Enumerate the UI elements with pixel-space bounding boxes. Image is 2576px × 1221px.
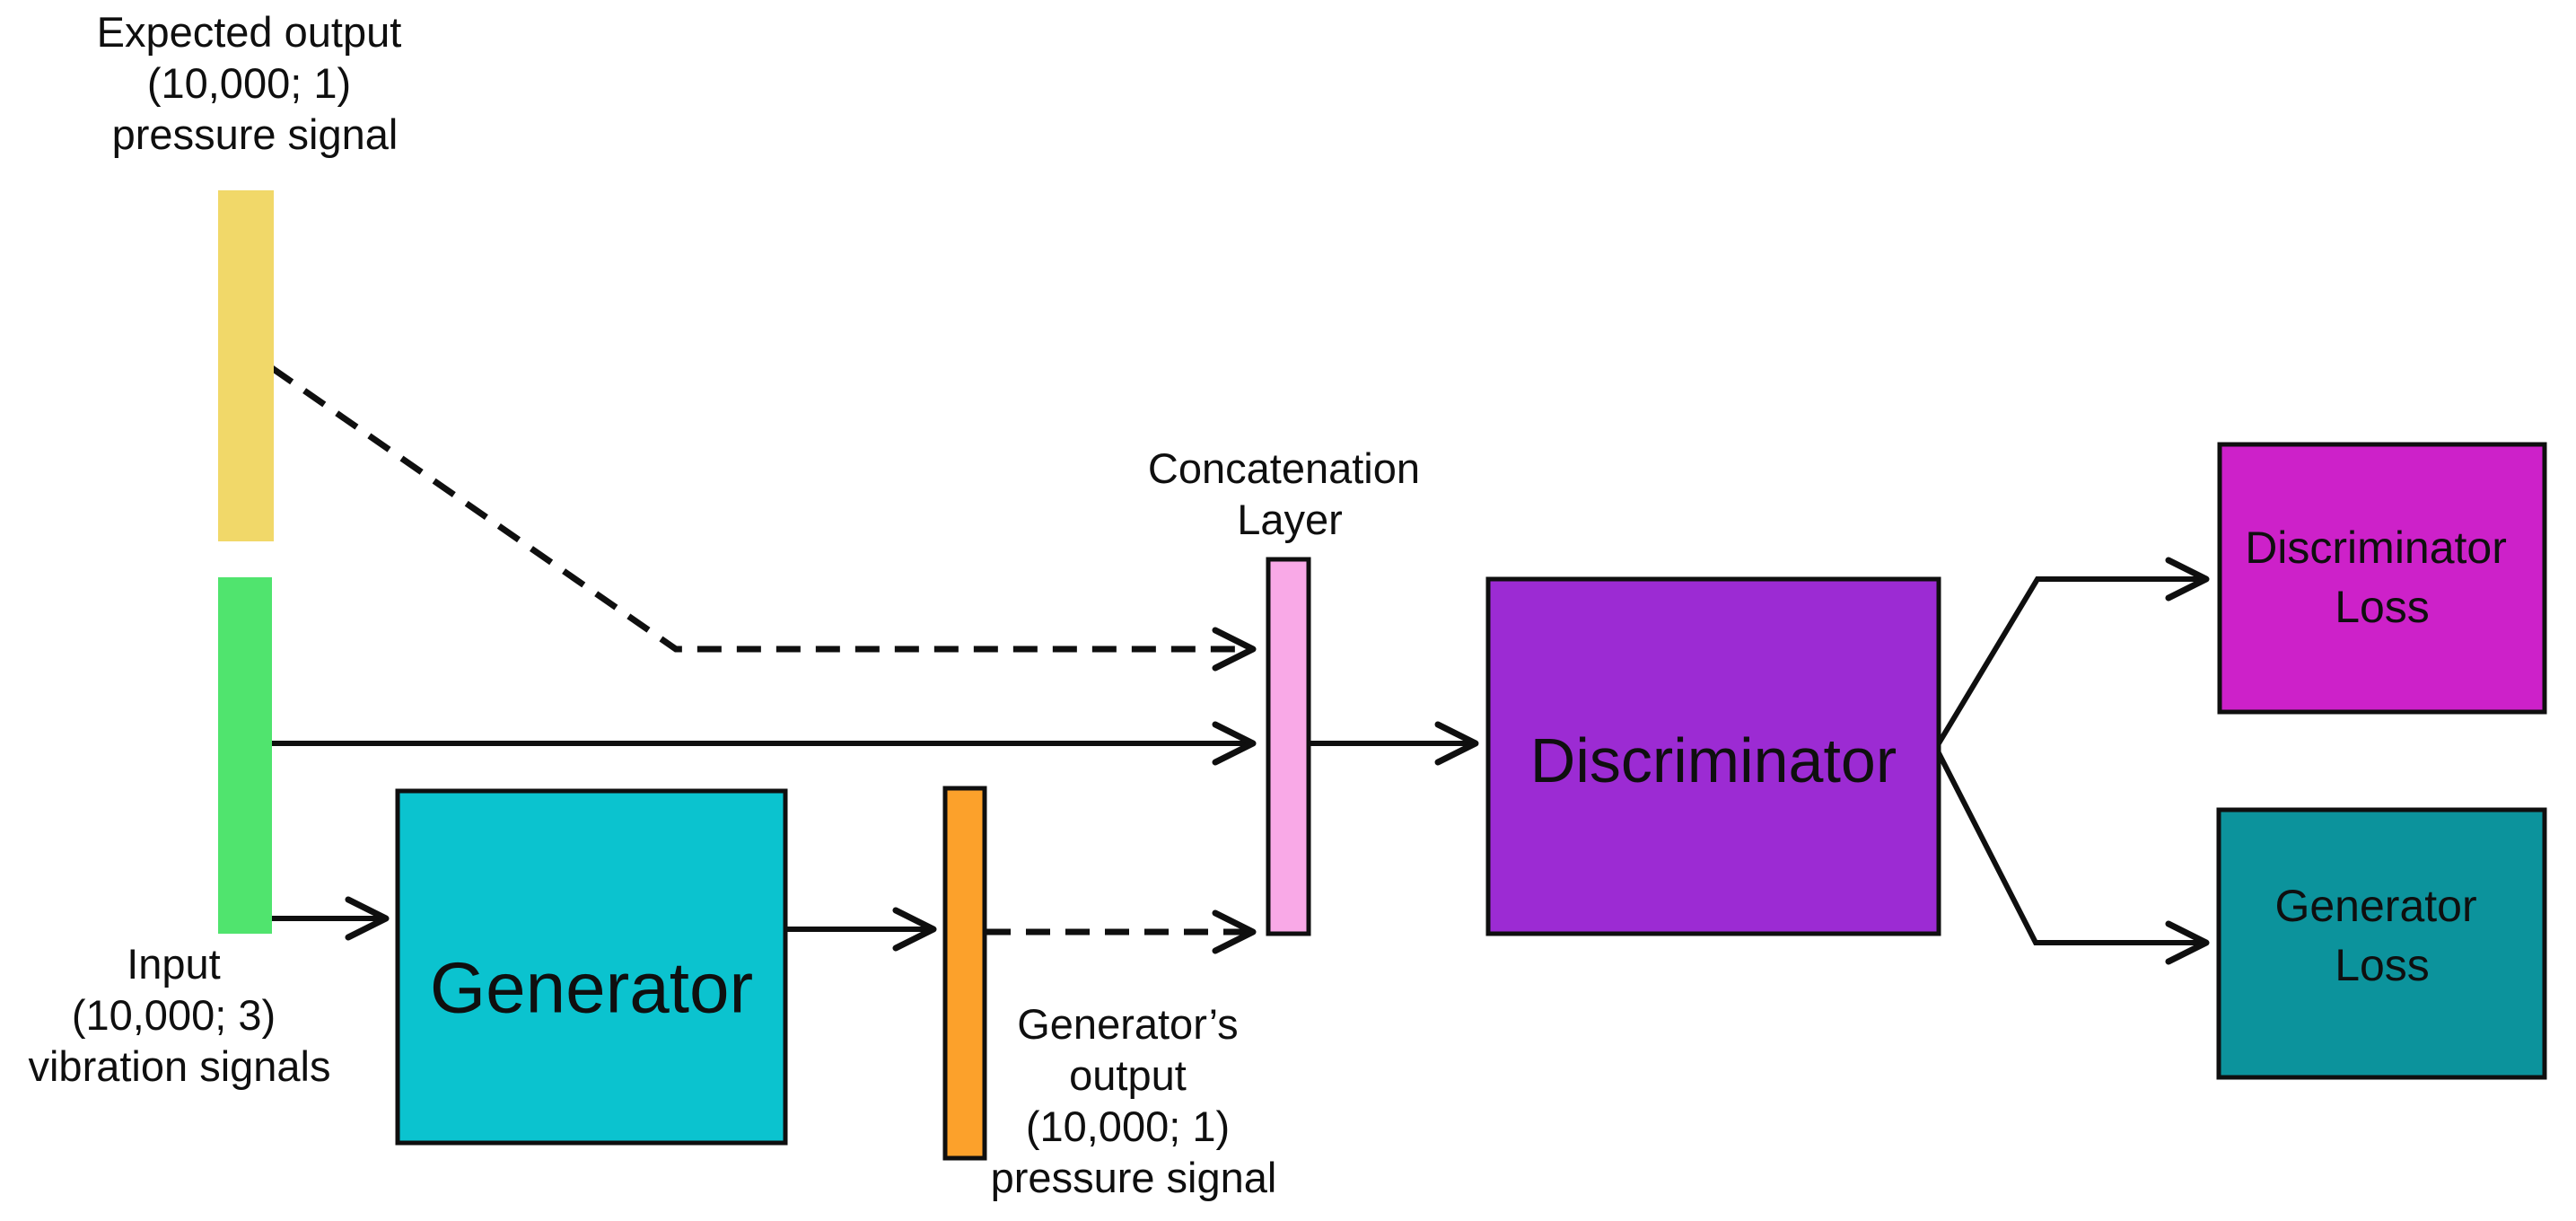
discriminator-box (1485, 576, 1941, 936)
discriminator-loss-box (2217, 442, 2547, 715)
edges (270, 365, 2210, 965)
concatenation-bar (1266, 557, 1311, 936)
generator-loss-line2: Loss (2335, 940, 2430, 990)
generators-output-line4: pressure signal (991, 1154, 1277, 1201)
generators-output-line2: output (1069, 1051, 1187, 1099)
discriminator-loss-label: Discriminator Loss (2245, 523, 2519, 632)
expected-output-line3: pressure signal (112, 110, 399, 158)
generator-output-bar (942, 786, 987, 1161)
edge-discriminator-to-generator-loss (1933, 746, 2210, 965)
expected-output-line1: Expected output (97, 8, 402, 56)
discriminator-label: Discriminator (1530, 725, 1897, 795)
discriminator-loss-line1: Discriminator (2245, 523, 2507, 573)
generator-loss-line1: Generator (2274, 881, 2476, 931)
edge-expected-to-concat-dashed (270, 365, 1257, 672)
generators-output-label: Generator’s output (10,000; 1) pressure … (991, 1000, 1277, 1201)
input-bar (218, 577, 272, 934)
concatenation-layer-label: Concatenation Layer (1148, 444, 1432, 543)
expected-output-bar (218, 190, 274, 541)
nodes (218, 190, 2547, 1161)
edge-discriminator-to-discriminator-loss (1933, 557, 2210, 750)
discriminator-loss-line2: Loss (2335, 582, 2430, 632)
generator-label: Generator (430, 948, 753, 1028)
generators-output-line1: Generator’s (1017, 1000, 1238, 1048)
input-label: Input (10,000; 3) vibration signals (28, 940, 330, 1090)
concatenation-line2: Layer (1237, 496, 1343, 543)
generator-loss-box (2216, 807, 2547, 1080)
concatenation-line1: Concatenation (1148, 444, 1420, 492)
expected-output-line2: (10,000; 1) (147, 59, 351, 107)
input-line3: vibration signals (28, 1042, 330, 1090)
expected-output-label: Expected output (10,000; 1) pressure sig… (97, 8, 414, 158)
generator-box (395, 788, 788, 1146)
input-line2: (10,000; 3) (72, 991, 276, 1039)
generator-loss-label: Generator Loss (2274, 881, 2489, 990)
labels: Expected output (10,000; 1) pressure sig… (28, 8, 2519, 1201)
input-line1: Input (127, 940, 221, 988)
generators-output-line3: (10,000; 1) (1026, 1102, 1230, 1150)
